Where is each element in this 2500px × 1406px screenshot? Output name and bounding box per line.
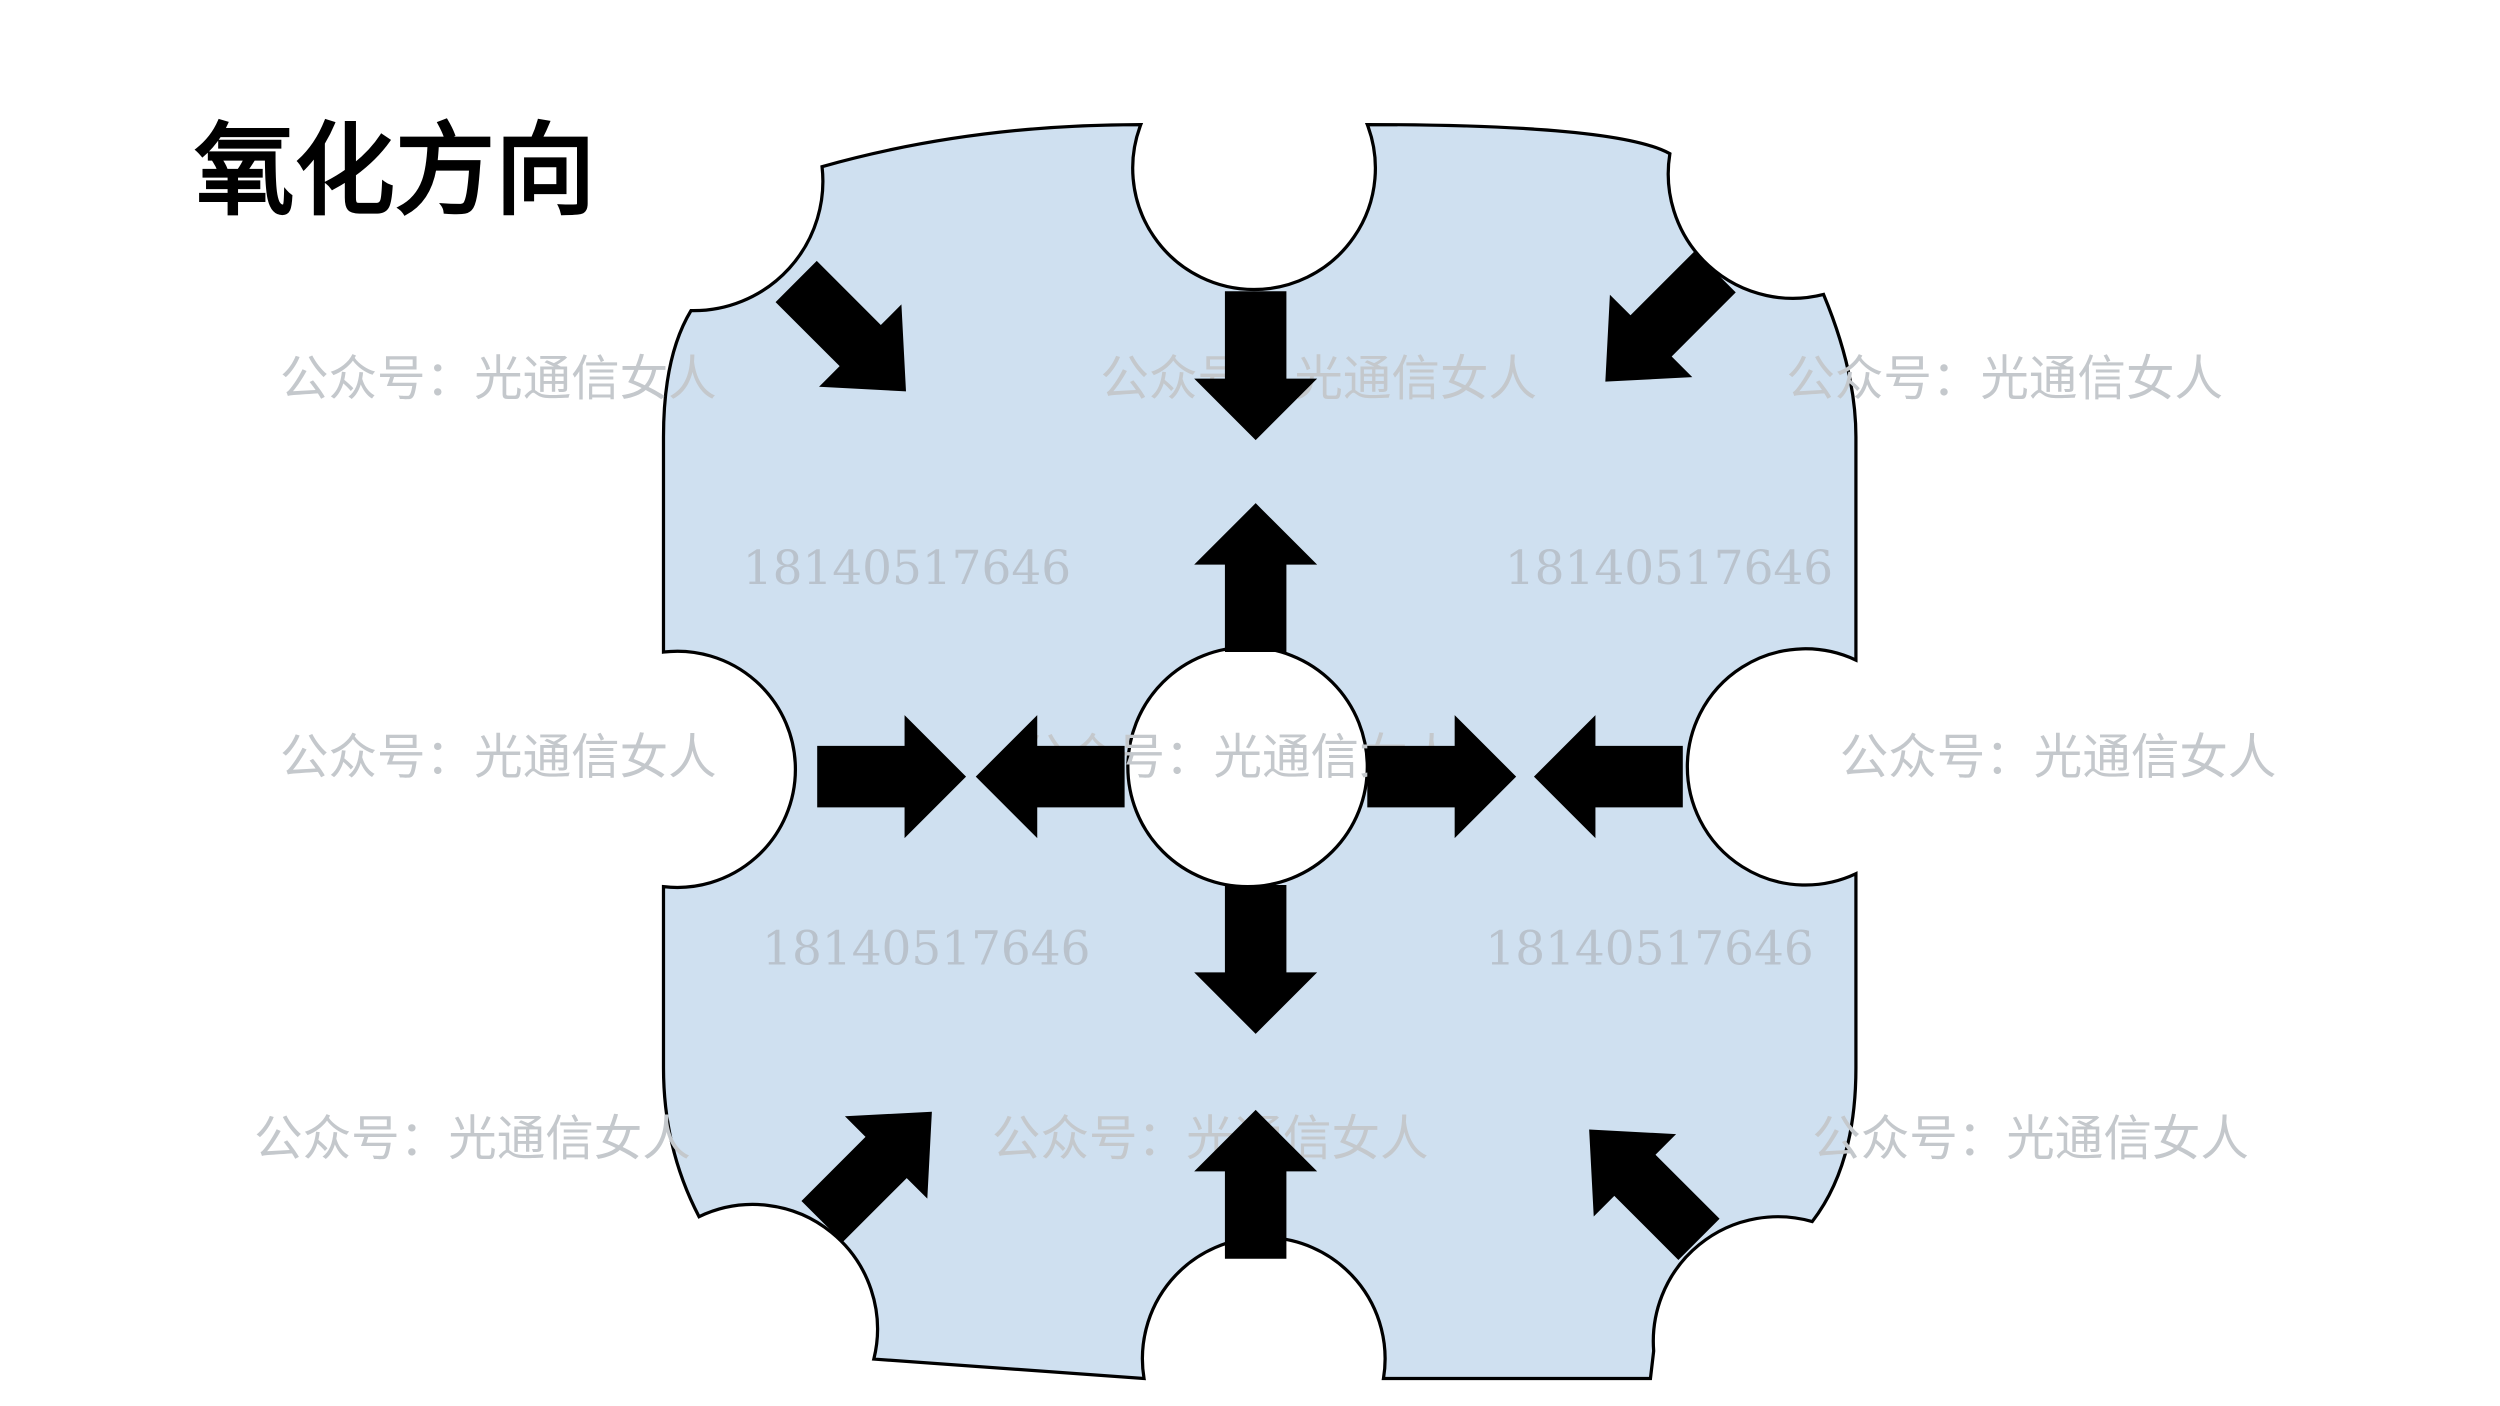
watermark-phone: 18140517646 xyxy=(762,921,1090,976)
watermark-phone: 18140517646 xyxy=(1485,921,1813,976)
watermark-account: 公众号：光通信女人 xyxy=(280,351,717,407)
watermark-account: 公众号：光通信女人 xyxy=(1100,351,1537,407)
watermark-account: 公众号：光通信女人 xyxy=(1786,351,2223,407)
page-title: 氧化方向 xyxy=(194,112,595,229)
watermark-account: 公众号：光通信女人 xyxy=(1812,1111,2249,1167)
watermark-account: 公众号：光通信女人 xyxy=(1840,729,2277,785)
watermark-account: 公众号：光通信女人 xyxy=(254,1111,691,1167)
watermark-account: 公众号：光通信女人 xyxy=(280,729,717,785)
watermark-phone: 18140517646 xyxy=(743,541,1071,596)
watermark-phone: 18140517646 xyxy=(1505,541,1833,596)
watermarks: 公众号：光通信女人 公众号：光通信女人 公众号：光通信女人 公众号：光通信女人 … xyxy=(254,351,2276,1167)
